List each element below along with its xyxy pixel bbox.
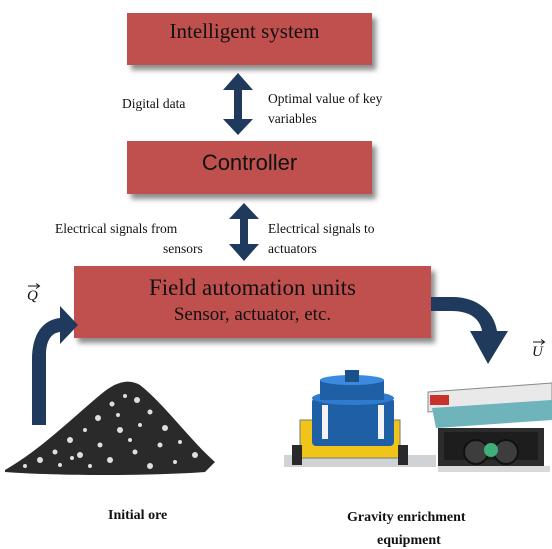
vector-arrow-icon [28, 283, 41, 289]
signals-to-actuators-label-line2: actuators [268, 241, 317, 256]
input-flow-letter: Q [27, 288, 38, 304]
field-automation-subtitle: Sensor, actuator, etc. [173, 304, 332, 325]
gravity-equipment-caption-line1: Gravity enrichment [347, 510, 466, 525]
signals-to-actuators-label-line1: Electrical signals to [268, 221, 375, 236]
gravity-equipment-caption-line2: equipment [377, 533, 441, 548]
input-flow-symbol: Q [27, 283, 41, 305]
controller-label: Controller [201, 150, 298, 175]
output-flow-letter: U [532, 344, 543, 360]
signals-from-sensors-label-line1: Electrical signals from [55, 221, 178, 236]
output-flow-symbol: U [532, 339, 546, 361]
optimal-value-label-line1: Optimal value of key [268, 91, 383, 106]
jig-machine-image [427, 382, 552, 472]
intelligent-system-box: Intelligent system [127, 13, 372, 65]
signals-from-sensors-label-line2: sensors [163, 241, 203, 256]
field-automation-title: Field automation units [149, 275, 356, 300]
double-arrow-top [223, 73, 253, 135]
output-curved-arrow [431, 297, 508, 364]
initial-ore-caption: Initial ore [108, 508, 168, 523]
field-automation-box: Field automation units Sensor, actuator,… [74, 266, 431, 338]
controller-box: Controller [127, 141, 372, 194]
magnetic-separator-image [284, 370, 436, 467]
intelligent-system-label: Intelligent system [169, 19, 320, 43]
ore-pile-image [5, 381, 215, 475]
optimal-value-label-line2: variables [268, 111, 317, 126]
input-curved-arrow [32, 306, 78, 425]
digital-data-label: Digital data [122, 96, 186, 111]
vector-arrow-icon [533, 339, 546, 345]
double-arrow-middle [229, 203, 259, 261]
